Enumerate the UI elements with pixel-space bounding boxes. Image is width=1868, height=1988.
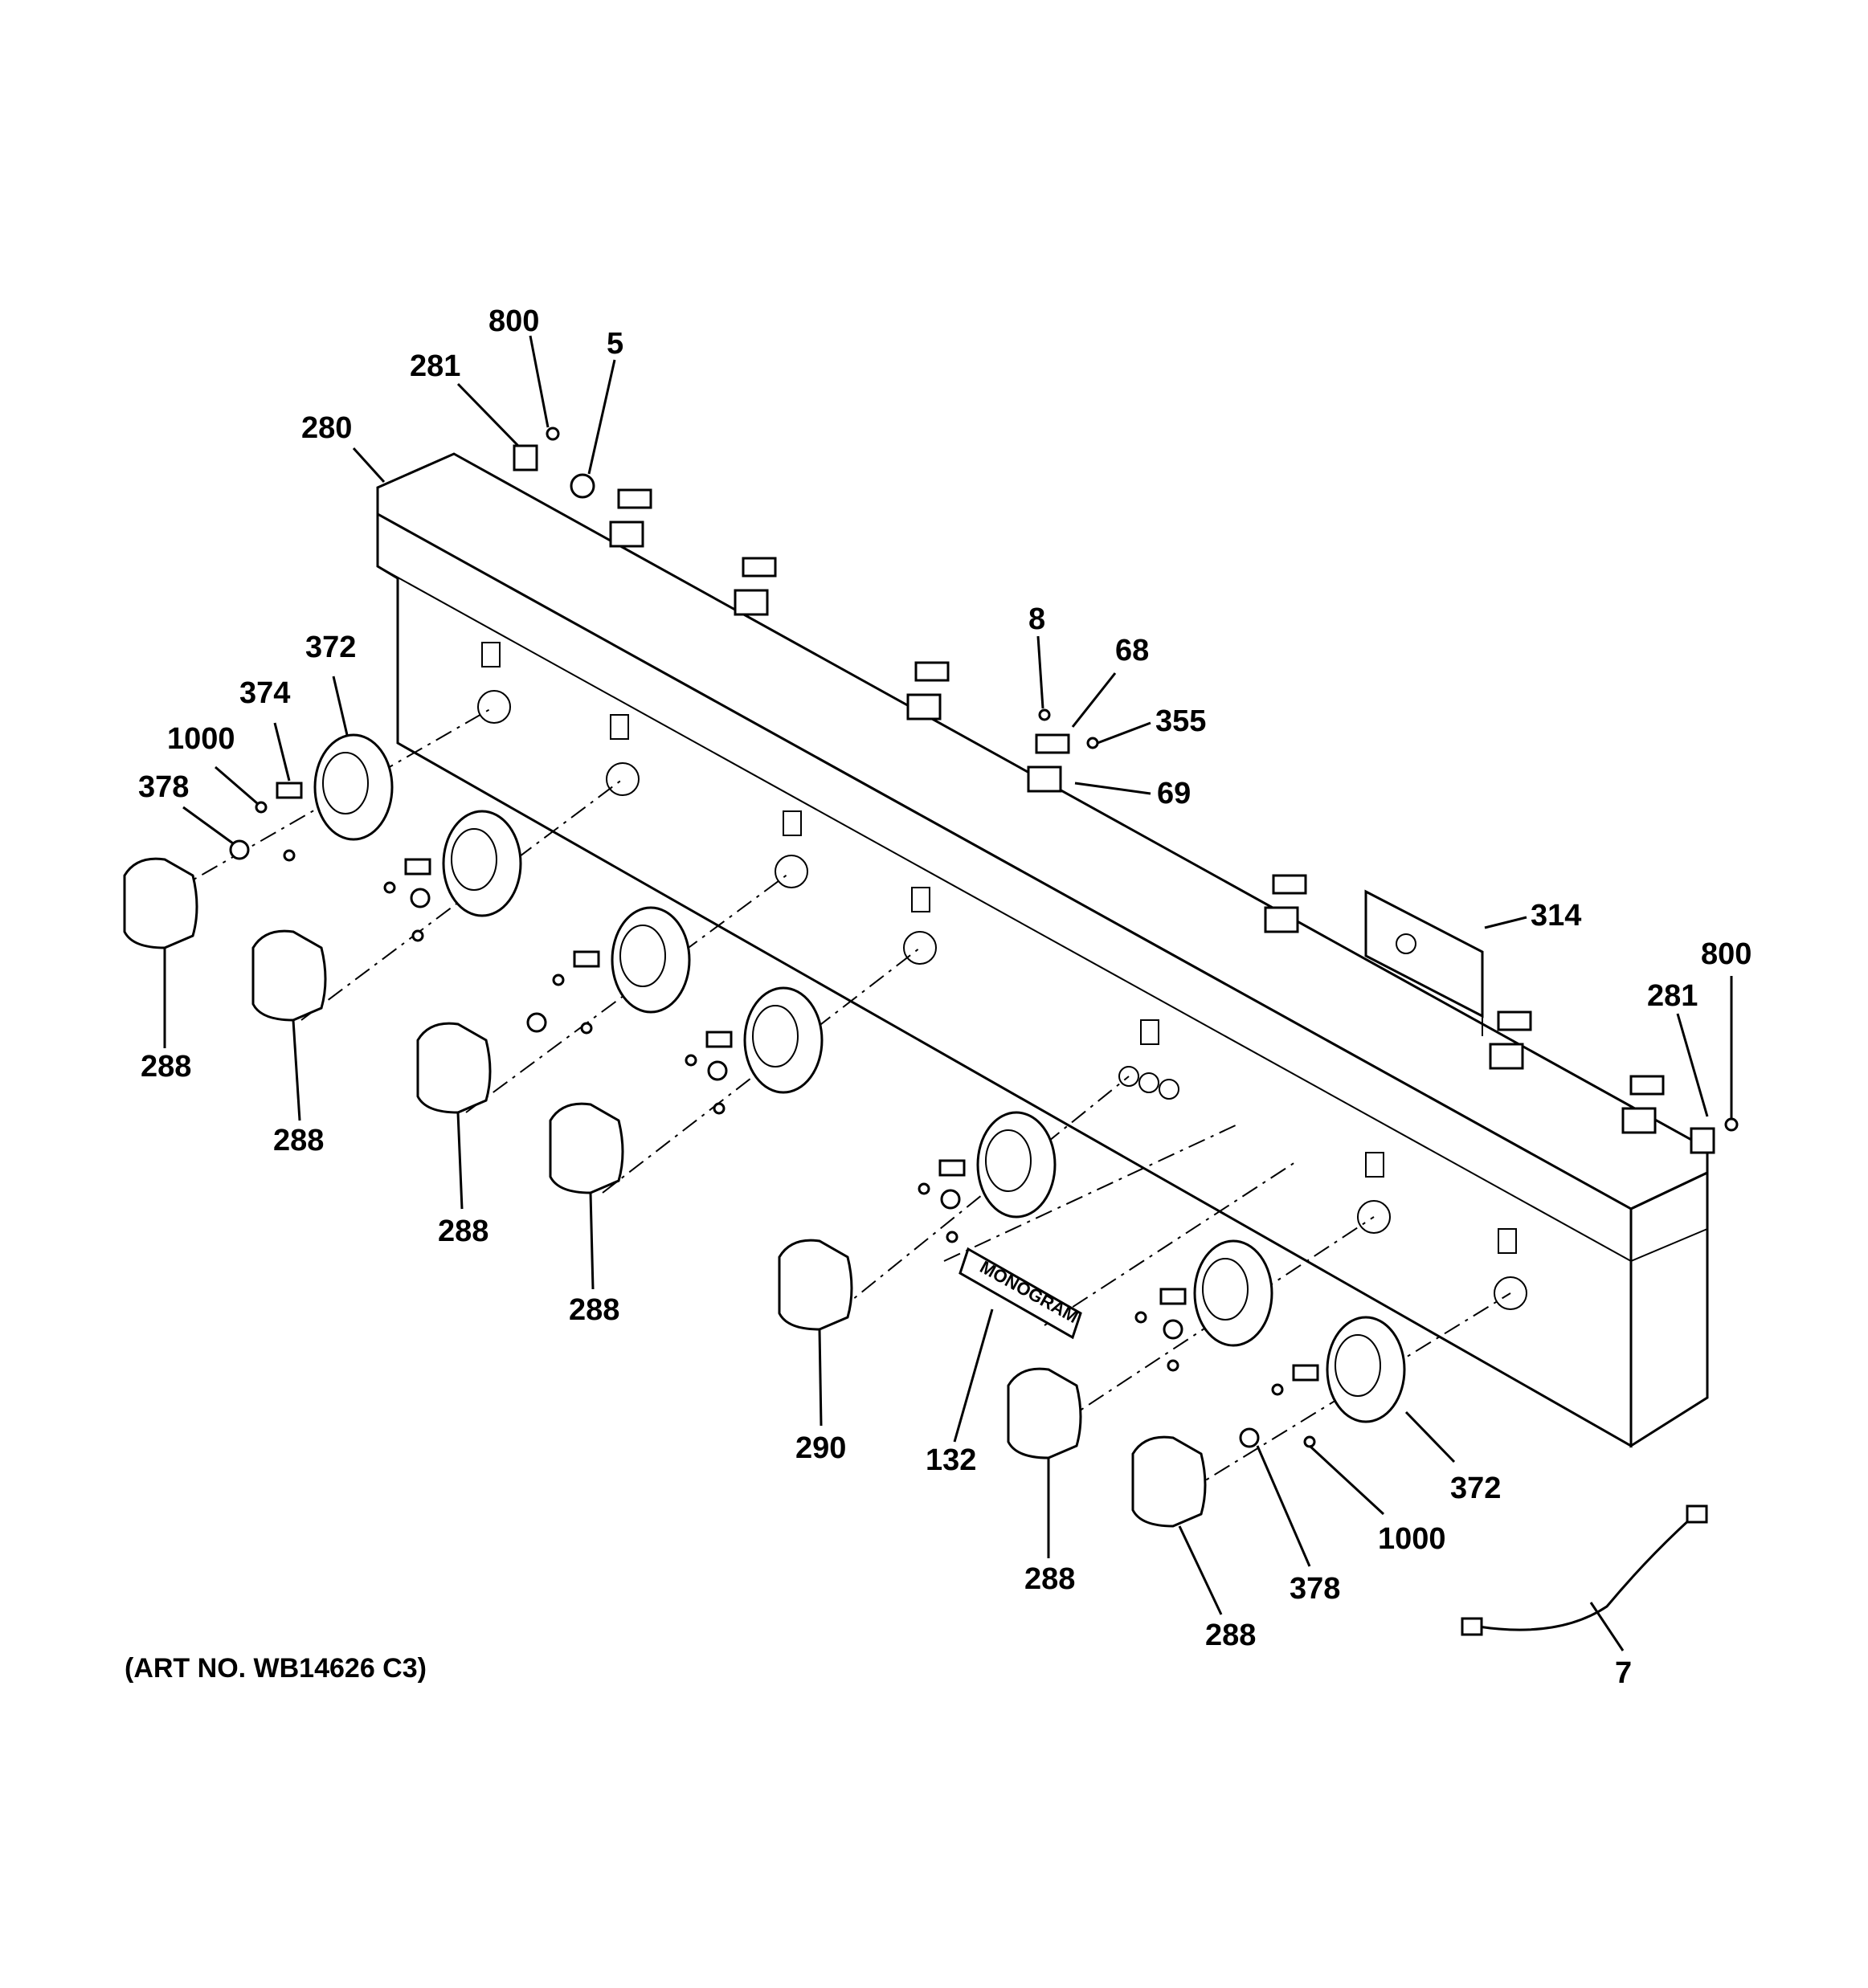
callout-290: 290	[795, 1431, 846, 1465]
callout-288: 288	[438, 1214, 488, 1248]
callout-5: 5	[607, 327, 623, 361]
callout-8: 8	[1028, 602, 1045, 636]
callout-132: 132	[926, 1443, 976, 1477]
callout-1000: 1000	[167, 722, 235, 756]
wire-harness	[1461, 1504, 1708, 1636]
callout-1000: 1000	[1378, 1522, 1446, 1556]
callout-288: 288	[1205, 1619, 1256, 1652]
callout-281: 281	[410, 349, 460, 383]
callout-314: 314	[1531, 899, 1581, 933]
control-panel	[376, 452, 1709, 1448]
callout-800: 800	[488, 304, 539, 338]
clips-screws-washers	[229, 782, 1319, 1448]
callout-355: 355	[1155, 704, 1206, 738]
callout-280: 280	[301, 411, 352, 445]
switch-brackets	[609, 488, 1665, 1134]
callout-374: 374	[239, 676, 290, 710]
callout-372: 372	[1450, 1472, 1501, 1505]
callout-7: 7	[1615, 1656, 1632, 1690]
art-number-caption: (ART NO. WB14626 C3)	[125, 1653, 427, 1684]
callout-378: 378	[1290, 1572, 1340, 1606]
top-fasteners	[513, 427, 1739, 1154]
panel-openings	[477, 642, 1527, 1310]
callout-288: 288	[569, 1293, 619, 1327]
bezels	[313, 733, 1406, 1423]
callout-800: 800	[1701, 937, 1752, 971]
callout-288: 288	[273, 1124, 324, 1157]
callout-68: 68	[1115, 634, 1149, 667]
callout-378: 378	[138, 770, 189, 804]
leader-lines	[163, 335, 1733, 1651]
nameplate: MONOGRAM	[959, 1247, 1082, 1340]
knobs	[123, 857, 1207, 1528]
callout-69: 69	[1157, 777, 1191, 810]
callout-372: 372	[305, 631, 356, 664]
callouts: 800 281 5 280 372 374 1000 378 8 68 355 …	[138, 304, 1752, 1690]
callout-281: 281	[1647, 979, 1698, 1013]
callout-288: 288	[1024, 1562, 1075, 1596]
callout-288: 288	[141, 1050, 191, 1084]
control-module	[1364, 889, 1484, 1036]
alignment-lines	[172, 706, 1511, 1511]
